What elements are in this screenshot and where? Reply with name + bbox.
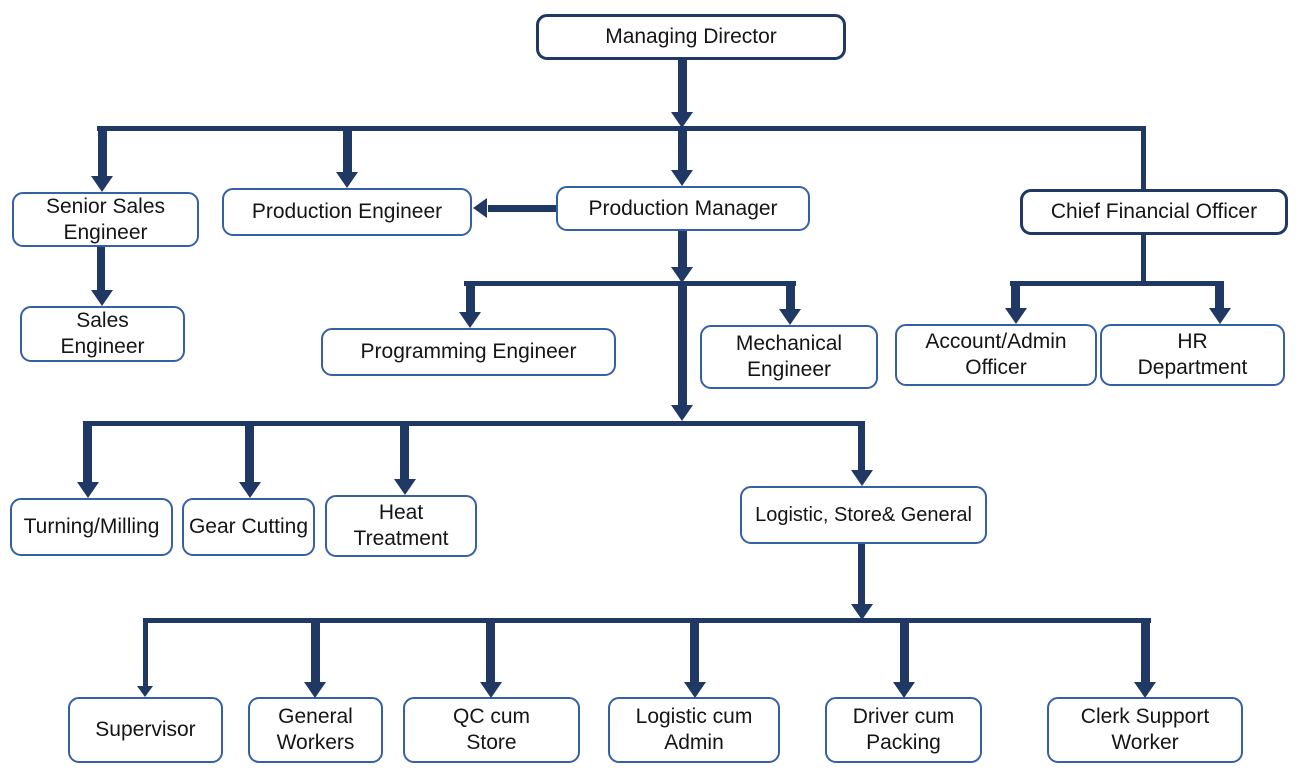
connector-drop-pe-line — [343, 130, 352, 172]
arrowhead-trunk-icon — [671, 405, 693, 421]
arrowhead-mechanical-icon — [779, 309, 801, 325]
connector-drop-hr-line — [1215, 285, 1224, 308]
connector-drop-heat-line — [400, 426, 409, 479]
node-programming-engineer: Programming Engineer — [321, 328, 616, 376]
arrowhead-lsg-icon — [851, 470, 873, 486]
arrowhead-lca-icon — [684, 682, 706, 698]
node-hr-department: HR Department — [1100, 324, 1285, 386]
node-production-manager: Production Manager — [556, 186, 810, 231]
connector-level3-branch-line — [83, 421, 865, 426]
node-clerk-support-worker: Clerk Support Worker — [1047, 697, 1243, 763]
arrowhead-turning-icon — [77, 482, 99, 498]
connector-drop-cfo-line — [1141, 130, 1146, 189]
arrowhead-gear-icon — [239, 482, 261, 498]
arrowhead-driver-icon — [893, 682, 915, 698]
connector-drop-clerk-line — [1141, 623, 1150, 682]
arrowhead-general-workers-icon — [304, 682, 326, 698]
node-senior-sales-engineer: Senior Sales Engineer — [12, 192, 199, 247]
arrowhead-sse-icon — [91, 176, 113, 192]
connector-sse-to-se-line — [97, 247, 105, 292]
connector-pm-trunk-line — [678, 285, 687, 405]
arrowhead-supervisor-icon — [137, 686, 153, 697]
node-qc-cum-store: QC cum Store — [403, 697, 580, 763]
node-general-workers: General Workers — [248, 697, 383, 763]
node-mechanical-engineer: Mechanical Engineer — [700, 325, 878, 389]
connector-level1-branch-line — [97, 126, 1146, 131]
arrowhead-hr-icon — [1209, 308, 1231, 324]
arrowhead-heat-icon — [394, 479, 416, 495]
connector-drop-mechanical-line — [786, 285, 795, 309]
node-production-engineer: Production Engineer — [222, 188, 472, 236]
connector-pm-drop-line — [678, 231, 687, 267]
connector-md-drop-line — [678, 60, 687, 112]
node-gear-cutting: Gear Cutting — [182, 498, 315, 556]
arrowhead-clerk-icon — [1134, 682, 1156, 698]
arrowhead-pm-icon — [671, 170, 693, 186]
node-chief-financial-officer: Chief Financial Officer — [1020, 189, 1288, 235]
connector-drop-driver-line — [900, 623, 909, 682]
arrowhead-lsg-branch-icon — [851, 604, 873, 620]
node-heat-treatment: Heat Treatment — [325, 495, 477, 557]
connector-drop-aao-line — [1011, 285, 1020, 308]
connector-drop-gear-line — [245, 426, 254, 482]
connector-pm-to-pe-line — [488, 205, 556, 212]
arrowhead-pe-icon — [336, 172, 358, 188]
connector-level4-branch-line — [143, 618, 1151, 623]
arrowhead-md-drop-icon — [671, 112, 693, 128]
node-account-admin-officer: Account/Admin Officer — [895, 324, 1097, 386]
connector-drop-lsg-line — [858, 426, 865, 470]
connector-drop-programming-line — [466, 285, 475, 312]
connector-level2-branch-line — [464, 281, 796, 286]
connector-drop-supervisor-line — [143, 623, 148, 686]
node-logistic-store-general: Logistic, Store& General — [740, 486, 987, 544]
connector-drop-pm-line — [678, 130, 687, 170]
node-logistic-cum-admin: Logistic cum Admin — [608, 697, 780, 763]
arrowhead-se-icon — [91, 290, 113, 306]
node-managing-director: Managing Director — [536, 14, 846, 60]
node-turning-milling: Turning/Milling — [10, 498, 173, 556]
connector-cfo-drop-line — [1141, 235, 1146, 283]
connector-cfo-branch-line — [1010, 281, 1224, 286]
connector-drop-lca-line — [690, 623, 699, 682]
arrowhead-qc-icon — [480, 682, 502, 698]
connector-drop-sse-line — [98, 130, 107, 176]
node-sales-engineer: Sales Engineer — [20, 306, 185, 362]
connector-drop-turning-line — [83, 426, 92, 482]
connector-drop-qc-line — [486, 623, 495, 682]
node-driver-cum-packing: Driver cum Packing — [825, 697, 982, 763]
connector-lsg-trunk-line — [858, 544, 865, 604]
arrowhead-pm-to-pe-icon — [473, 198, 487, 218]
arrowhead-aao-icon — [1005, 308, 1027, 324]
connector-drop-general-workers-line — [311, 623, 320, 682]
node-supervisor: Supervisor — [68, 697, 223, 763]
arrowhead-programming-icon — [459, 312, 481, 328]
arrowhead-pm-branch-icon — [671, 267, 693, 283]
